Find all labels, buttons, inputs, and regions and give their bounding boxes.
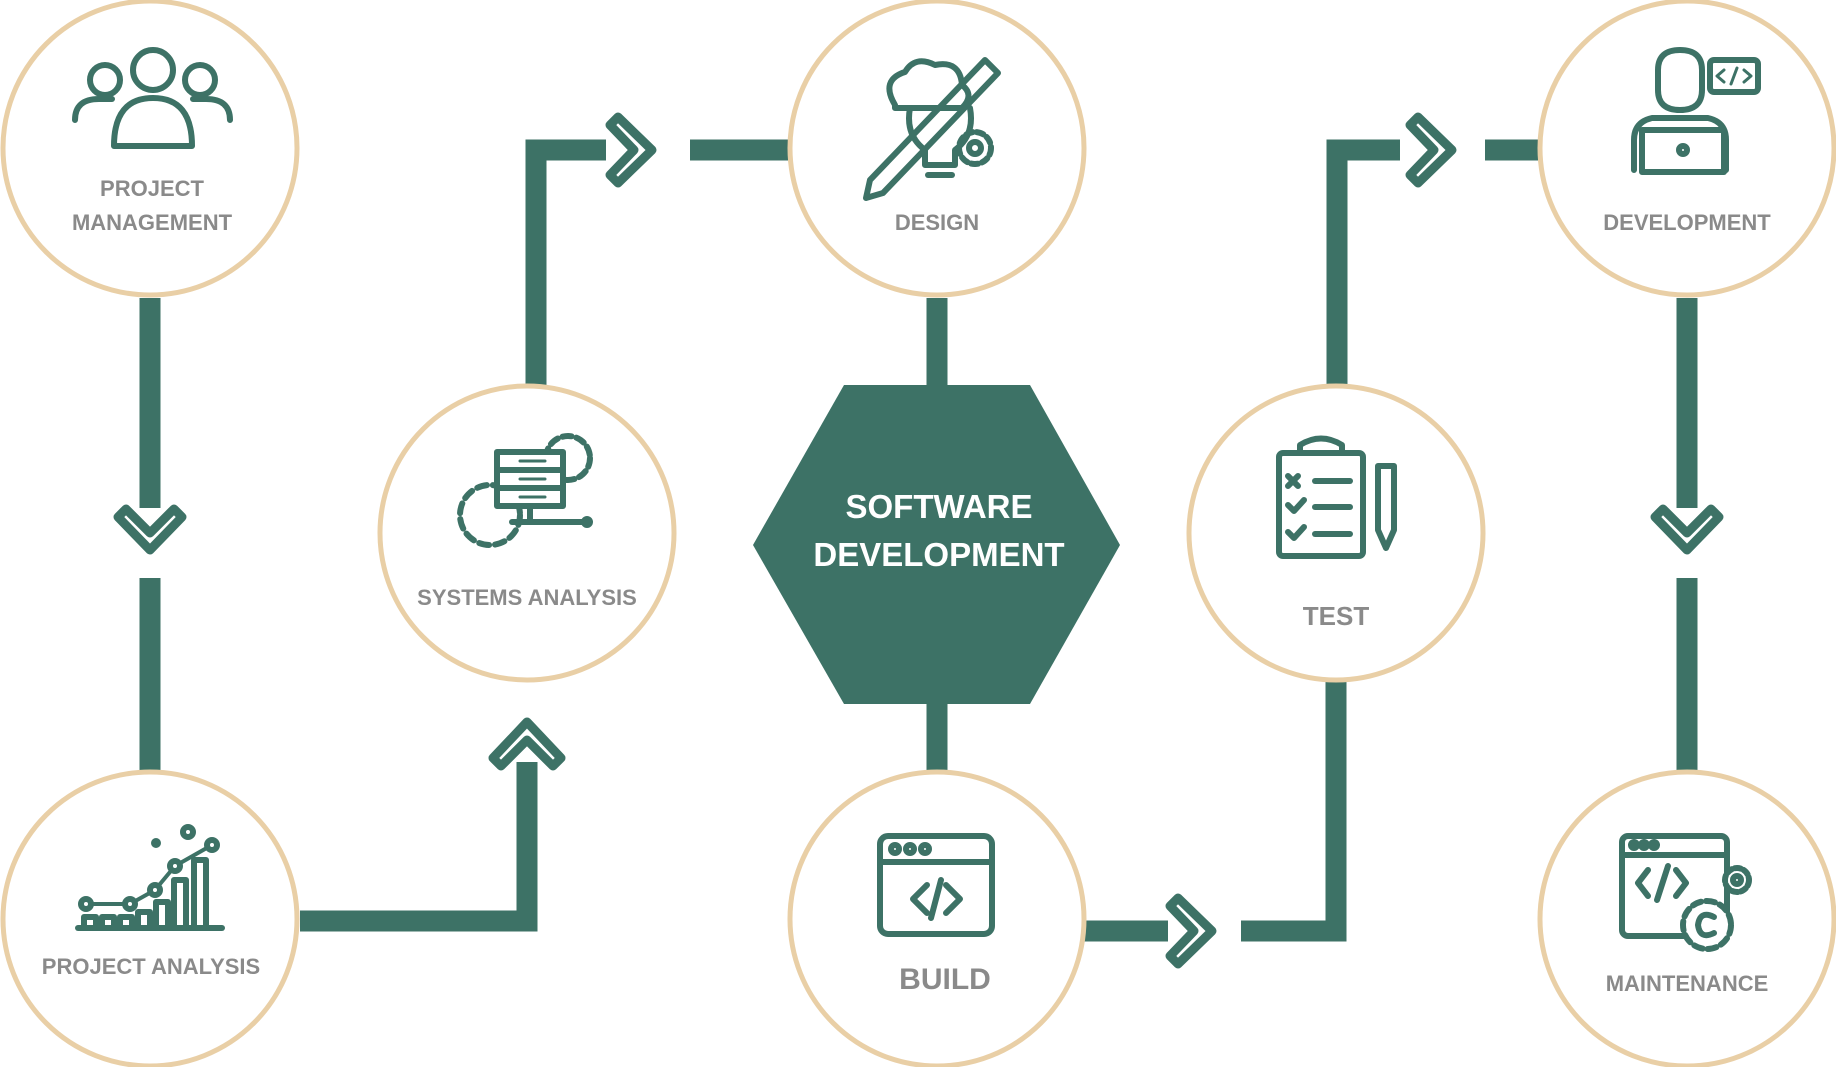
developer-icon	[1631, 47, 1761, 175]
circle-design	[787, 0, 1087, 298]
arrow-down-right	[1650, 504, 1724, 555]
idea-pencil-icon	[863, 57, 1001, 201]
label-project-management-line2: MANAGEMENT	[72, 210, 233, 235]
center-title-line2: DEVELOPMENT	[813, 536, 1064, 573]
connector-build-to-test	[1241, 682, 1347, 942]
label-maintenance: MAINTENANCE	[1606, 971, 1769, 996]
label-project-management-line1: PROJECT	[100, 176, 204, 201]
circle-build	[787, 769, 1087, 1067]
growth-chart-icon	[75, 824, 225, 931]
label-test: TEST	[1303, 601, 1370, 631]
arrow-down-left	[113, 504, 187, 555]
label-design: DESIGN	[895, 210, 979, 235]
code-settings-icon	[1619, 833, 1752, 952]
connector-sa-to-design	[525, 139, 606, 386]
center-hexagon: SOFTWARE DEVELOPMENT	[753, 385, 1120, 704]
arrows	[113, 112, 1724, 969]
server-gear-icon	[457, 433, 593, 548]
circle-systems-analysis	[377, 383, 677, 683]
label-project-analysis: PROJECT ANALYSIS	[42, 954, 260, 979]
label-build: BUILD	[899, 963, 991, 996]
center-title-line1: SOFTWARE	[846, 488, 1033, 525]
connector-test-to-dev	[1326, 139, 1400, 386]
connectors	[139, 139, 1698, 942]
code-window-icon	[877, 833, 995, 937]
arrow-up-sa	[488, 717, 566, 771]
team-icon	[72, 47, 233, 149]
hexagon-shape	[753, 385, 1120, 704]
label-systems-analysis: SYSTEMS ANALYSIS	[417, 585, 637, 610]
stage-labels: PROJECT MANAGEMENT PROJECT ANALYSIS SYST…	[42, 176, 1771, 996]
arrow-right-test	[1165, 893, 1217, 969]
checklist-icon	[1276, 435, 1397, 559]
connector-pa-to-sa	[300, 762, 538, 932]
arrow-right-dev	[1405, 112, 1457, 188]
arrow-right-design	[605, 112, 657, 188]
label-development: DEVELOPMENT	[1603, 210, 1771, 235]
